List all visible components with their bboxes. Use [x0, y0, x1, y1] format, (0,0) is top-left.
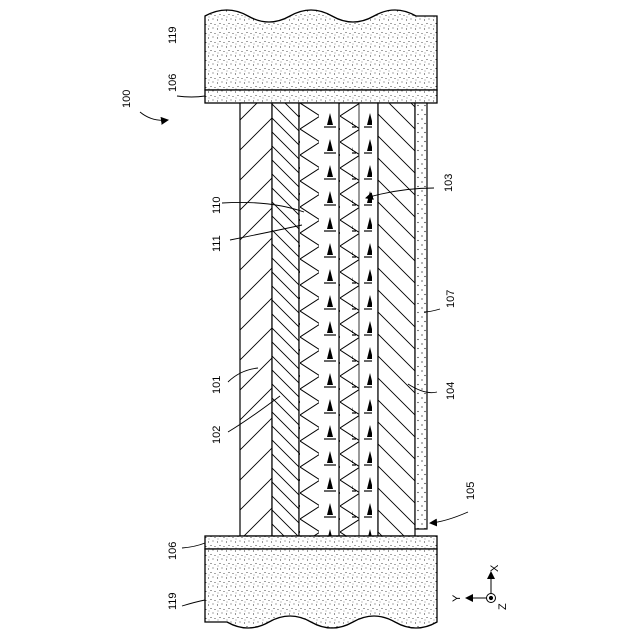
axis-z-label: Z: [497, 603, 509, 610]
layer-103: [299, 103, 378, 536]
label-105: 105: [465, 482, 477, 500]
label-101: 101: [211, 376, 223, 394]
label-102: 102: [211, 426, 223, 444]
bottom-plate: [205, 536, 437, 549]
coordinate-axes: [466, 572, 496, 603]
label-103: 103: [443, 174, 455, 192]
layer-101: [240, 103, 272, 536]
bottom-block: [205, 549, 437, 628]
label-107: 107: [445, 290, 457, 308]
label-110: 110: [211, 196, 223, 214]
axis-y-label: Y: [451, 594, 463, 602]
label-106-bottom: 106: [167, 542, 179, 560]
label-100: 100: [121, 90, 133, 108]
top-block: [205, 10, 437, 90]
layer-104: [378, 103, 415, 536]
layer-102: [272, 103, 299, 536]
axis-x-label: X: [489, 564, 501, 572]
top-plate: [205, 90, 437, 103]
label-119-top: 119: [167, 26, 179, 44]
coat-107: [415, 103, 427, 529]
label-111: 111: [211, 235, 223, 252]
label-104: 104: [445, 382, 457, 400]
label-106-top: 106: [167, 74, 179, 92]
label-119-bottom: 119: [167, 592, 179, 610]
